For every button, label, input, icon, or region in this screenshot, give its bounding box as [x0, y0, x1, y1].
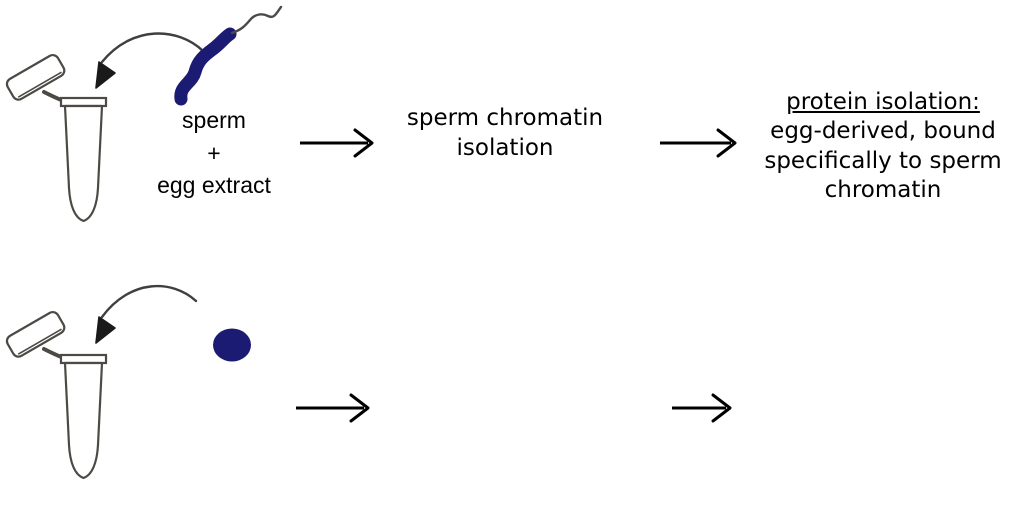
- result-line-3: chromatin: [824, 177, 942, 204]
- reagent-plus-sign: +: [207, 139, 221, 166]
- spermatid-cell-icon: [213, 328, 251, 362]
- result-line-2: specifically to sperm: [764, 147, 1002, 174]
- reagent-line-1: sperm: [182, 107, 246, 133]
- reagent-line-3: egg extract: [157, 172, 271, 199]
- spermatid-row-artwork: [5, 284, 732, 480]
- workflow-row-sperm: sperm + egg extract sperm chromatin isol…: [0, 0, 1024, 256]
- process-line-2: isolation: [456, 134, 554, 161]
- microcentrifuge-tube-icon: [5, 53, 108, 223]
- sperm-result-label: protein isolation: egg-derived, bound sp…: [742, 88, 1024, 206]
- curved-mixing-arrow-icon: [95, 284, 198, 344]
- sperm-reagent-label: sperm + egg extract: [126, 104, 302, 202]
- process-arrow-2: [672, 393, 732, 423]
- workflow-row-spermatid: spermatid + egg extract spermatid chroma…: [0, 257, 1024, 513]
- curved-mixing-arrow-icon: [95, 32, 205, 89]
- sperm-cell-icon: [174, 5, 283, 106]
- process-arrow-1: [300, 128, 374, 158]
- sperm-row-artwork: [5, 5, 737, 223]
- process-arrow-2: [660, 128, 737, 158]
- result-heading: protein isolation:: [786, 89, 980, 115]
- sperm-process-label: sperm chromatin isolation: [380, 104, 630, 164]
- process-arrow-1: [296, 393, 370, 423]
- result-line-1: egg-derived, bound: [770, 118, 996, 145]
- microcentrifuge-tube-icon: [5, 310, 108, 480]
- process-line-1: sperm chromatin: [406, 105, 604, 131]
